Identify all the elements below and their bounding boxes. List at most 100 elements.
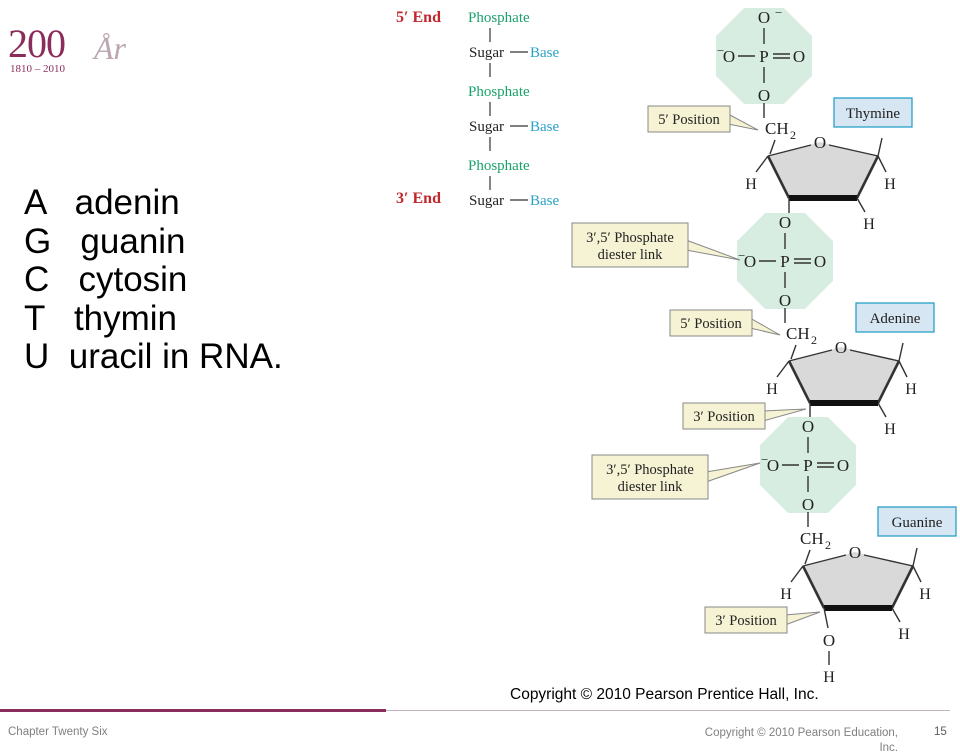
atom-h: H: [863, 216, 875, 233]
schematic-phosphate: Phosphate: [468, 158, 530, 174]
atom-h: H: [766, 381, 778, 398]
bond: [804, 549, 811, 565]
atom-o: O: [814, 252, 826, 271]
callout-pointer: [749, 317, 781, 336]
logo-years: 1810 – 2010: [10, 63, 65, 75]
atom-h: H: [884, 421, 896, 438]
schematic-base: Base: [530, 119, 560, 135]
atom-o: O: [779, 291, 791, 310]
base-letter: A: [24, 183, 46, 222]
callout-box: [591, 454, 709, 500]
charge-minus: −: [775, 5, 782, 20]
callout-5-position: 5′ Position: [647, 105, 759, 133]
bond: [912, 565, 922, 583]
atom-h: H: [919, 586, 931, 603]
base-name: Guanine: [892, 515, 943, 531]
base-name: thymin: [73, 298, 178, 338]
base-name: Adenine: [870, 311, 921, 327]
bond: [912, 547, 918, 567]
schematic-sugar: Sugar: [469, 45, 504, 61]
atom-o: O: [823, 631, 835, 650]
bond: [755, 155, 769, 173]
bond: [790, 565, 804, 583]
bond: [769, 139, 776, 155]
logo-number: 200: [8, 21, 66, 66]
ring-bond: [828, 144, 879, 157]
ring-bond: [766, 155, 791, 199]
atom-o: O: [767, 456, 779, 475]
schematic-phosphate: Phosphate: [468, 10, 530, 26]
ring-bond: [767, 144, 812, 157]
bond: [823, 607, 829, 629]
callout-text: 3′,5′ Phosphate: [606, 462, 694, 478]
bond: [877, 137, 883, 157]
callout-pointer: [685, 239, 741, 261]
atom-p: P: [803, 456, 812, 475]
callout-text: 3′,5′ Phosphate: [586, 230, 674, 246]
atom-o: O: [723, 47, 735, 66]
atom-h: H: [780, 586, 792, 603]
bond: [776, 360, 790, 378]
sugar-ring-fill: [789, 347, 899, 403]
callout-pointer: [705, 462, 761, 483]
base-name: uracil in RNA.: [68, 337, 283, 376]
callout-pointer: [727, 113, 759, 131]
phosphate-octagon: [716, 8, 812, 104]
base-letter: G: [24, 221, 52, 261]
base-row-u: U uracil in RNA.: [24, 337, 283, 377]
callout-box: [682, 402, 766, 430]
phosphate-octagon: [760, 417, 856, 513]
atom-o: O: [802, 495, 814, 514]
base-row-t: T thymin: [24, 298, 283, 339]
bond: [891, 607, 901, 623]
ring-bond: [890, 565, 915, 609]
base-row-c: C cytosin: [24, 260, 283, 300]
ring-bond: [849, 349, 900, 362]
atom-o: O: [793, 47, 805, 66]
callout-box: [704, 606, 788, 634]
schematic-sugar: Sugar: [469, 119, 504, 135]
base-box: [877, 506, 957, 537]
charge-minus: −: [761, 452, 768, 467]
phosphate-octagon: [737, 213, 833, 309]
base-name: Thymine: [846, 106, 900, 122]
subscript-2: 2: [790, 128, 796, 142]
schematic-base: Base: [530, 193, 560, 209]
atom-h: H: [905, 381, 917, 398]
atom-o: O: [849, 543, 861, 562]
atom-o: O: [837, 456, 849, 475]
callout-text: diester link: [618, 479, 684, 495]
atom-h: H: [884, 176, 896, 193]
end-3-label: 3′ End: [396, 190, 441, 207]
charge-minus: −: [738, 248, 745, 263]
bond: [856, 197, 866, 213]
callout-pointer: [784, 611, 821, 626]
ring-bond: [855, 155, 880, 199]
atom-h: H: [898, 626, 910, 643]
callout-text: 3′ Position: [715, 613, 777, 629]
atom-ch: CH: [786, 324, 810, 343]
base-box: [833, 97, 913, 128]
charge-minus: −: [717, 43, 724, 58]
logo-script: År: [94, 30, 126, 66]
figure-copyright: Copyright © 2010 Pearson Prentice Hall, …: [510, 686, 819, 703]
callout-text: diester link: [598, 247, 664, 263]
callout-3-position: 3′ Position: [682, 402, 807, 430]
schematic-base: Base: [530, 45, 560, 61]
sugar-ring-fill: [803, 552, 913, 608]
chapter-label: Chapter Twenty Six: [8, 726, 108, 738]
callout-5-position: 5′ Position: [669, 309, 781, 337]
subscript-2: 2: [825, 538, 831, 552]
base-name: cytosin: [78, 260, 188, 299]
callout-text: 5′ Position: [658, 112, 720, 128]
callout-text: 5′ Position: [680, 316, 742, 332]
schematic-phosphate: Phosphate: [468, 84, 530, 100]
bases-list: A adenin G guanin C cytosin T thymin U u…: [24, 183, 283, 377]
page-number: 15: [934, 726, 947, 738]
bond: [898, 342, 904, 362]
atom-ch: CH: [765, 119, 789, 138]
